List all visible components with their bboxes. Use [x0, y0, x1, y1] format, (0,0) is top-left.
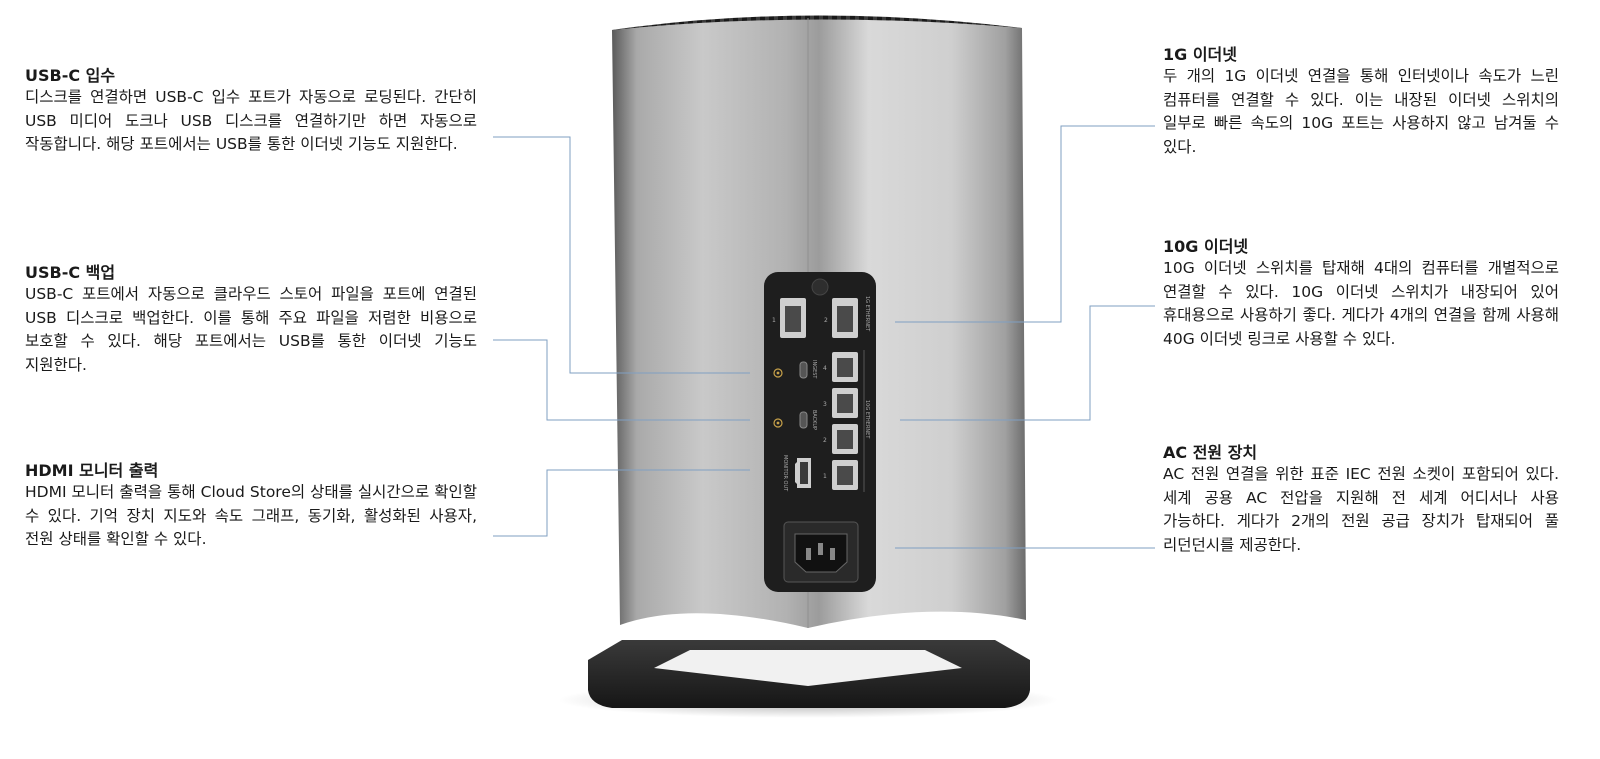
callout-title: 10G 이더넷 — [1163, 237, 1249, 256]
leader-line-usbc-backup — [493, 339, 750, 421]
panel-label-port-2: 2 — [824, 317, 828, 324]
panel-label-10g-ethernet: 10G ETHERNET — [864, 400, 870, 439]
panel-screw — [811, 278, 829, 296]
callout-usbc-ingest: USB-C 입수 디스크를 연결하면 USB-C 입수 포트가 자동으로 로딩된… — [25, 66, 477, 157]
usb-symbol-icon — [773, 418, 783, 428]
callout-title: HDMI 모니터 출력 — [25, 461, 159, 480]
rj45-port-icon — [780, 298, 806, 338]
rj45-port-icon — [832, 388, 858, 418]
callout-10g-ethernet: 10G 이더넷 10G 이더넷 스위치를 탑재해 4대의 컴퓨터를 개별적으로 … — [1163, 237, 1559, 351]
callout-1g-ethernet: 1G 이더넷 두 개의 1G 이더넷 연결을 통해 인터넷이나 속도가 느린 컴… — [1163, 45, 1559, 159]
usb-c-port-icon — [799, 411, 808, 429]
panel-label-10g-2: 2 — [823, 437, 827, 444]
iec-power-socket-icon — [783, 521, 859, 583]
leader-line-10g-ethernet — [900, 305, 1155, 421]
usb-symbol-icon — [773, 368, 783, 378]
panel-label-backup: BACKUP — [811, 410, 817, 430]
callout-title: USB-C 백업 — [25, 263, 116, 282]
panel-label-10g-4: 4 — [823, 365, 827, 372]
leader-line-usbc-ingest — [493, 136, 750, 374]
callout-usbc-backup: USB-C 백업 USB-C 포트에서 자동으로 클라우드 스토어 파일을 포트… — [25, 263, 477, 377]
callout-description: 디스크를 연결하면 USB-C 입수 포트가 자동으로 로딩된다. 간단히 US… — [25, 88, 477, 153]
callout-description: HDMI 모니터 출력을 통해 Cloud Store의 상태를 실시간으로 확… — [25, 483, 477, 548]
leader-line-1g-ethernet — [895, 125, 1155, 323]
base-inner-cutout — [654, 650, 962, 686]
callout-description: 두 개의 1G 이더넷 연결을 통해 인터넷이나 속도가 느린 컴퓨터를 연결할… — [1163, 67, 1559, 156]
rj45-port-icon — [832, 298, 858, 338]
callout-title: USB-C 입수 — [25, 66, 116, 85]
panel-label-1g-ethernet: 1G ETHERNET — [864, 296, 870, 332]
callout-hdmi-monitor-out: HDMI 모니터 출력 HDMI 모니터 출력을 통해 Cloud Store의… — [25, 461, 477, 552]
rj45-port-icon — [832, 424, 858, 454]
panel-label-10g-3: 3 — [823, 401, 827, 408]
panel-label-ingest: INGEST — [811, 360, 817, 379]
callout-description: AC 전원 연결을 위한 표준 IEC 전원 소켓이 포함되어 있다. 세계 공… — [1163, 465, 1559, 554]
callout-description: USB-C 포트에서 자동으로 클라우드 스토어 파일을 포트에 연결된 USB… — [25, 285, 477, 374]
callout-description: 10G 이더넷 스위치를 탑재해 4대의 컴퓨터를 개별적으로 연결할 수 있다… — [1163, 259, 1559, 348]
usb-c-port-icon — [799, 361, 808, 379]
callout-title: AC 전원 장치 — [1163, 443, 1258, 462]
callout-title: 1G 이더넷 — [1163, 45, 1237, 64]
panel-label-port-1: 1 — [772, 317, 776, 324]
callout-ac-power: AC 전원 장치 AC 전원 연결을 위한 표준 IEC 전원 소켓이 포함되어… — [1163, 443, 1559, 557]
panel-label-monitor-out: MONITOR OUT — [782, 455, 788, 492]
rj45-port-icon — [832, 460, 858, 490]
hdmi-port-icon — [795, 458, 811, 488]
panel-label-10g-1: 1 — [823, 473, 827, 480]
rj45-port-icon — [832, 352, 858, 382]
leader-line-hdmi — [493, 469, 750, 537]
